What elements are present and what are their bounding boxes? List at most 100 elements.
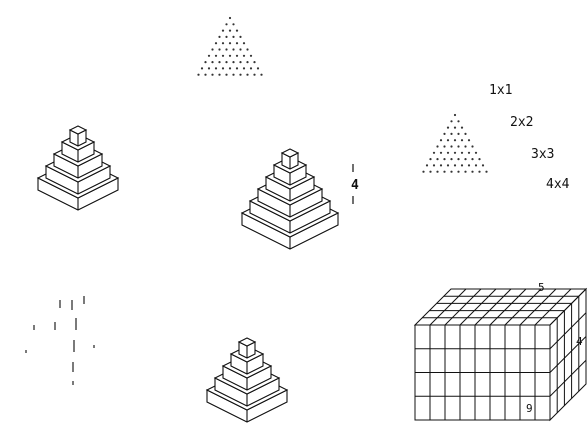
pyramid-dot	[232, 74, 234, 76]
pyramid-dot	[440, 139, 442, 141]
grid-box	[415, 289, 587, 420]
pyramid-dot	[204, 74, 206, 76]
pyramid-dot	[447, 139, 449, 141]
box-top	[415, 289, 586, 325]
pyramid-dot	[250, 55, 252, 57]
grid-line	[550, 360, 586, 396]
pyramid-dot	[225, 23, 227, 25]
pyramid-dot	[225, 48, 227, 50]
pyramid-dot	[454, 139, 456, 141]
pyramid-dot	[443, 145, 445, 147]
pyramid-dot	[454, 164, 456, 166]
pyramid-dot	[457, 171, 459, 173]
pyramid-dot	[436, 145, 438, 147]
pyramid-dot	[222, 67, 224, 69]
pyramid-dot	[225, 36, 227, 38]
pyramid-dot	[232, 48, 234, 50]
pyramid-dot	[197, 74, 199, 76]
pyramid-dot	[461, 152, 463, 154]
pyramid-dot	[232, 61, 234, 63]
pyramid-dot	[464, 171, 466, 173]
pyramid-dot	[215, 55, 217, 57]
pyramid-dot	[239, 48, 241, 50]
pyramid-dot	[208, 55, 210, 57]
label-2x2: 2x2	[510, 115, 533, 130]
pyramid-dot	[218, 36, 220, 38]
pyramid-dot	[457, 133, 459, 135]
pyramid-dot	[239, 36, 241, 38]
pyramid-dot	[482, 164, 484, 166]
pyramid-dot	[450, 158, 452, 160]
pyramid-dot	[464, 158, 466, 160]
pyramid-dot	[218, 74, 220, 76]
pyramid-dot	[239, 61, 241, 63]
pyramid-dot	[211, 48, 213, 50]
pyramid-dot	[222, 42, 224, 44]
pyramid-dot	[457, 158, 459, 160]
grid-line	[520, 289, 556, 325]
pyramid-dot	[454, 152, 456, 154]
pyramid-dot	[260, 74, 262, 76]
pyramid-dot	[218, 61, 220, 63]
pyramid-dot	[450, 133, 452, 135]
pyramid-dot	[440, 152, 442, 154]
grid-line	[430, 289, 466, 325]
pyramid-dot	[468, 139, 470, 141]
pyramid-dot	[433, 164, 435, 166]
pyramid-dot	[201, 67, 203, 69]
pyramid-dot	[236, 30, 238, 32]
pyramid-dot	[246, 48, 248, 50]
pyramid-dot	[243, 67, 245, 69]
grid-line	[490, 289, 526, 325]
stepped-pyramid-left	[38, 126, 118, 210]
pyramid-dot	[471, 171, 473, 173]
label-box-width: 9	[526, 402, 533, 415]
grid-line	[505, 289, 541, 325]
pyramid-dot	[236, 42, 238, 44]
pyramid-dot	[422, 171, 424, 173]
dotted-columns	[26, 296, 94, 385]
dotted-pyramid-top	[197, 17, 262, 76]
pyramid-dot	[478, 158, 480, 160]
pyramid-dot	[436, 158, 438, 160]
pyramid-dot	[211, 74, 213, 76]
grid-line	[445, 289, 481, 325]
pyramid-dot	[246, 74, 248, 76]
pyramid-dot	[443, 158, 445, 160]
pyramid-dot	[222, 30, 224, 32]
pyramid-dot	[429, 158, 431, 160]
pyramid-dot	[229, 67, 231, 69]
pyramid-dot	[229, 55, 231, 57]
pyramid-dot	[211, 61, 213, 63]
pyramid-dot	[468, 164, 470, 166]
pyramid-dot	[436, 171, 438, 173]
pyramid-dot	[450, 145, 452, 147]
grid-line	[475, 289, 511, 325]
pyramid-dot	[232, 36, 234, 38]
pyramid-dot	[471, 145, 473, 147]
pyramid-dot	[239, 74, 241, 76]
pyramid-dot	[464, 145, 466, 147]
grid-line	[535, 289, 571, 325]
pyramid-dot	[246, 61, 248, 63]
pyramid-dot	[208, 67, 210, 69]
pyramid-dot	[457, 120, 459, 122]
stepped-pyramid-center	[242, 149, 338, 249]
label-3x3: 3x3	[531, 147, 554, 162]
pyramid-dot	[215, 67, 217, 69]
pyramid-dot	[257, 67, 259, 69]
pyramid-dot	[450, 171, 452, 173]
dotted-pyramid-right	[422, 114, 487, 173]
stepped-pyramid-bottom	[207, 338, 287, 422]
pyramid-dot	[204, 61, 206, 63]
pyramid-dot	[253, 61, 255, 63]
pyramid-dot	[426, 164, 428, 166]
pyramid-dot	[464, 133, 466, 135]
label-box-depth: 5	[538, 281, 545, 294]
pyramid-dot	[232, 23, 234, 25]
pyramid-dot	[471, 158, 473, 160]
pyramid-dot	[253, 74, 255, 76]
pyramid-dot	[218, 48, 220, 50]
pyramid-dot	[229, 30, 231, 32]
